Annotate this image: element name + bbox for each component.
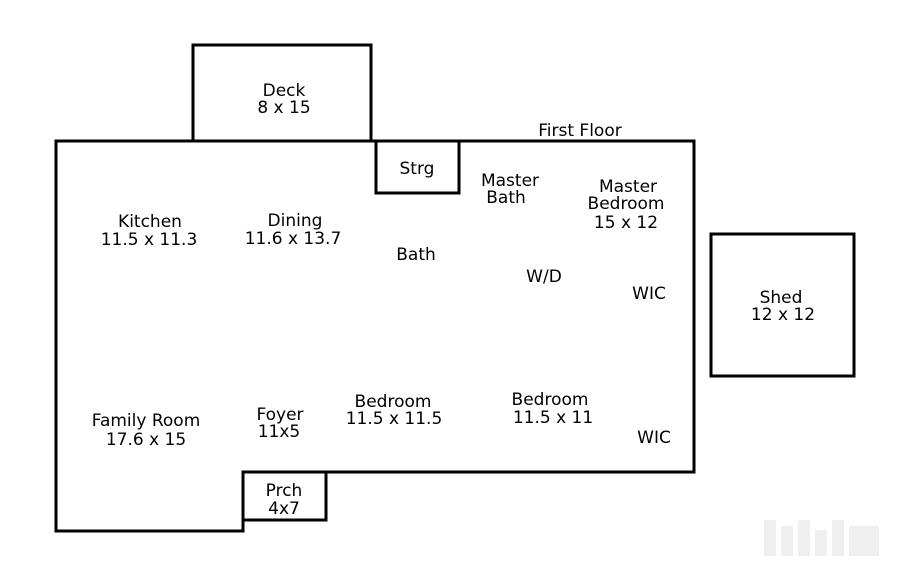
- watermark-logo: [764, 520, 879, 556]
- storage-outline: [374, 139, 461, 195]
- bedroom-2-name: Bedroom: [512, 390, 589, 410]
- floor-title: First Floor: [538, 121, 621, 141]
- family-room-dims: 17.6 x 15: [106, 430, 186, 450]
- wic-upper-name: WIC: [632, 284, 666, 304]
- kitchen-name: Kitchen: [118, 212, 182, 232]
- laundry-name: W/D: [526, 267, 562, 287]
- dining-name: Dining: [268, 211, 323, 231]
- porch-dims: 4x7: [268, 499, 300, 519]
- bedroom-1-name: Bedroom: [355, 392, 432, 412]
- foyer-name: Foyer: [256, 405, 303, 425]
- foyer-dims: 11x5: [258, 422, 301, 442]
- storage-name: Strg: [400, 159, 435, 179]
- master-bedroom-dims: 15 x 12: [594, 213, 658, 233]
- master-bath-name-line1: Master: [481, 171, 539, 191]
- deck-outline: [191, 43, 373, 143]
- master-bedroom-name-line1: Master: [599, 177, 657, 197]
- shed-name: Shed: [760, 288, 803, 308]
- deck-dims: 8 x 15: [257, 98, 310, 118]
- master-bath-name-line2: Bath: [486, 188, 526, 208]
- deck-name: Deck: [263, 81, 306, 101]
- bedroom-2-dims: 11.5 x 11: [513, 408, 593, 428]
- wic-lower-name: WIC: [637, 428, 671, 448]
- bath-name: Bath: [396, 245, 436, 265]
- dining-dims: 11.6 x 13.7: [245, 229, 342, 249]
- family-room-name: Family Room: [92, 411, 201, 431]
- shed-dims: 12 x 12: [751, 305, 815, 325]
- porch-outline: [241, 470, 328, 522]
- shed-outline: [709, 232, 856, 378]
- bedroom-1-dims: 11.5 x 11.5: [346, 409, 443, 429]
- kitchen-dims: 11.5 x 11.3: [101, 230, 198, 250]
- master-bedroom-name-line2: Bedroom: [588, 194, 665, 214]
- porch-name: Prch: [266, 481, 303, 501]
